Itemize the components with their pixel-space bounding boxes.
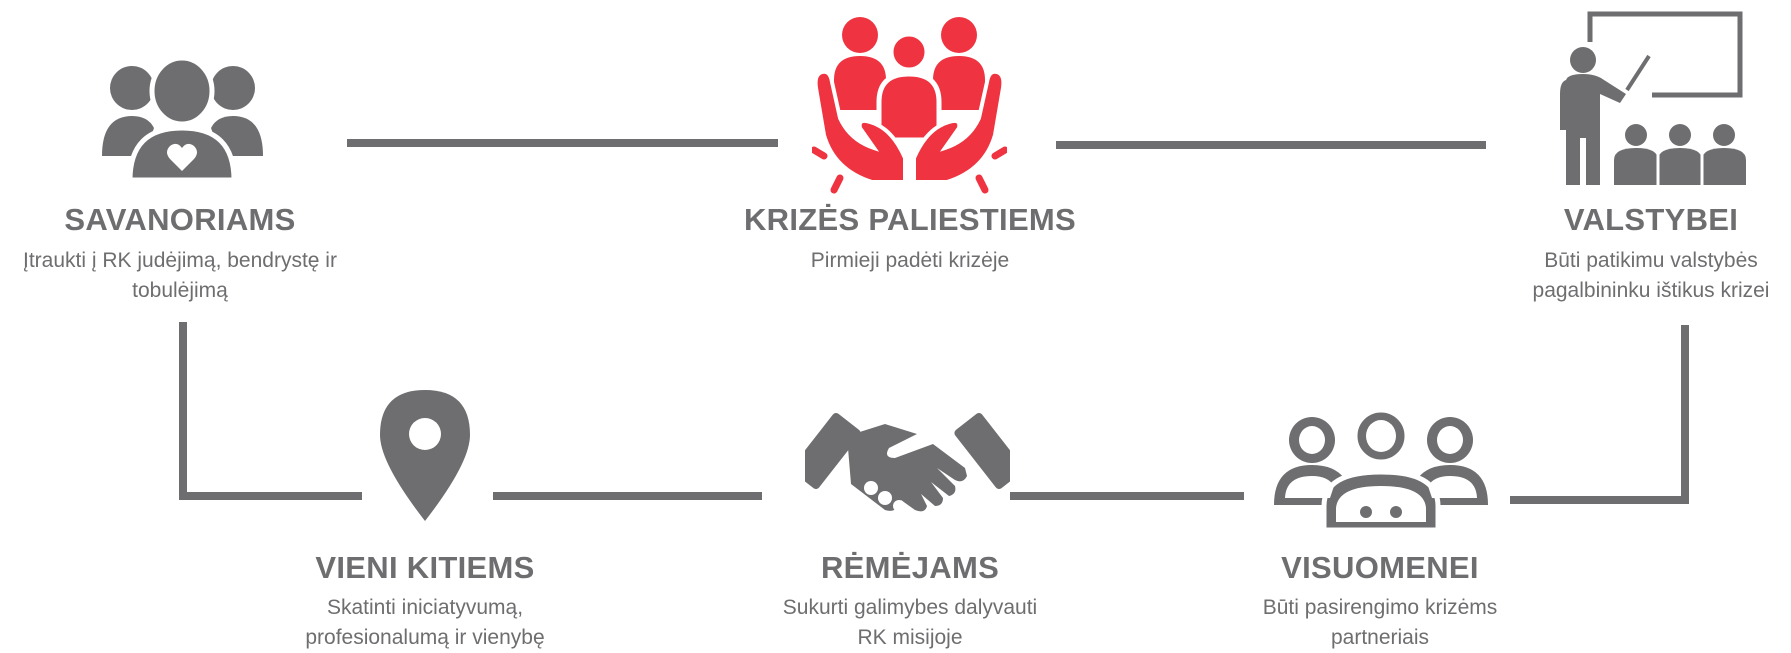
connector-visuomenei-valstybei <box>1510 325 1689 504</box>
hands-holding-people-icon <box>812 17 1007 194</box>
desc-line: partneriais <box>1330 626 1430 649</box>
community-group-icon <box>1274 410 1488 530</box>
node-desc-valstybei: Būti patikimu valstybės pagalbininku išt… <box>1511 246 1791 306</box>
location-pin-icon <box>380 390 470 521</box>
node-desc-krizes: Pirmieji padėti krizėje <box>720 246 1100 276</box>
teacher-presentation-icon <box>1560 11 1746 185</box>
desc-line: Sukurti galimybes dalyvauti <box>782 596 1038 619</box>
handshake-icon <box>805 412 1010 512</box>
node-title-valstybei: VALSTYBEI <box>1563 202 1739 237</box>
node-title-savanoriams: SAVANORIAMS <box>64 202 296 237</box>
desc-line: Skatinti iniciatyvumą, <box>326 596 524 619</box>
desc-line: pagalbininku ištikus krizei <box>1532 279 1770 302</box>
desc-line: Pirmieji padėti krizėje <box>810 249 1010 272</box>
connector-savanoriams-vieni <box>179 322 362 500</box>
desc-line: tobulėjimą <box>132 279 228 302</box>
node-desc-savanoriams: Įtraukti į RK judėjimą, bendrystę ir tob… <box>0 246 360 306</box>
desc-line: Būti patikimu valstybės <box>1544 249 1758 272</box>
node-desc-remejams: Sukurti galimybes dalyvauti RK misijoje <box>730 593 1090 653</box>
node-desc-visuomenei: Būti pasirengimo krizėms partneriais <box>1190 593 1570 653</box>
node-desc-vieni: Skatinti iniciatyvumą, profesionalumą ir… <box>245 593 605 653</box>
node-title-vieni: VIENI KITIEMS <box>315 550 535 585</box>
desc-line: RK misijoje <box>857 626 963 649</box>
desc-line: Būti pasirengimo krizėms <box>1262 596 1498 619</box>
node-title-remejams: RĖMĖJAMS <box>820 550 1000 585</box>
node-title-visuomenei: VISUOMENEI <box>1281 550 1479 585</box>
node-title-krizes: KRIZĖS PALIESTIEMS <box>743 202 1077 237</box>
desc-line: Įtraukti į RK judėjimą, bendrystę ir <box>23 249 337 272</box>
desc-line: profesionalumą ir vienybę <box>305 626 545 649</box>
volunteers-heart-icon <box>102 58 263 180</box>
